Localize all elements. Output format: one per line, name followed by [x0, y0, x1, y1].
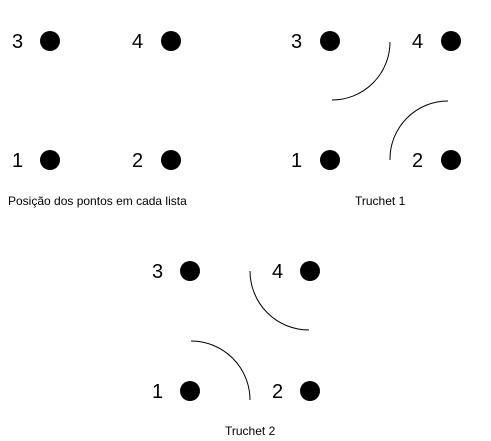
point-label-4: 4	[412, 31, 423, 53]
point-label-4: 4	[272, 261, 283, 283]
point-label-2: 2	[132, 150, 143, 172]
point-label-2: 2	[412, 150, 423, 172]
point-dot-2	[441, 150, 461, 170]
point-dot-1	[40, 150, 60, 170]
point-label-4: 4	[132, 31, 143, 53]
point-dot-4	[441, 31, 461, 51]
panel-caption: Truchet 1	[355, 194, 406, 208]
panel-truchet-2: 3 4 1 2 Truchet 2	[152, 261, 320, 438]
panel-truchet-1: 3 4 1 2 Truchet 1	[291, 31, 461, 208]
point-label-1: 1	[152, 381, 163, 403]
point-label-3: 3	[152, 261, 163, 283]
point-dot-4	[300, 261, 320, 281]
truchet-arc	[331, 41, 391, 101]
point-dot-3	[180, 261, 200, 281]
point-dot-3	[320, 31, 340, 51]
point-label-1: 1	[12, 150, 23, 172]
panel-positions: 3 4 1 2 Posição dos pontos em cada lista	[8, 31, 187, 208]
point-dot-2	[300, 381, 320, 401]
point-dot-1	[320, 150, 340, 170]
point-label-3: 3	[291, 31, 302, 53]
point-dot-2	[161, 150, 181, 170]
point-dot-1	[180, 381, 200, 401]
point-dot-3	[40, 31, 60, 51]
point-dot-4	[161, 31, 181, 51]
point-label-1: 1	[291, 150, 302, 172]
point-label-3: 3	[12, 31, 23, 53]
point-label-2: 2	[272, 381, 283, 403]
truchet-arc	[389, 100, 449, 161]
truchet-arc	[249, 270, 310, 331]
panel-caption: Truchet 2	[225, 424, 276, 438]
truchet-arc	[190, 340, 251, 401]
panel-caption: Posição dos pontos em cada lista	[8, 194, 187, 208]
